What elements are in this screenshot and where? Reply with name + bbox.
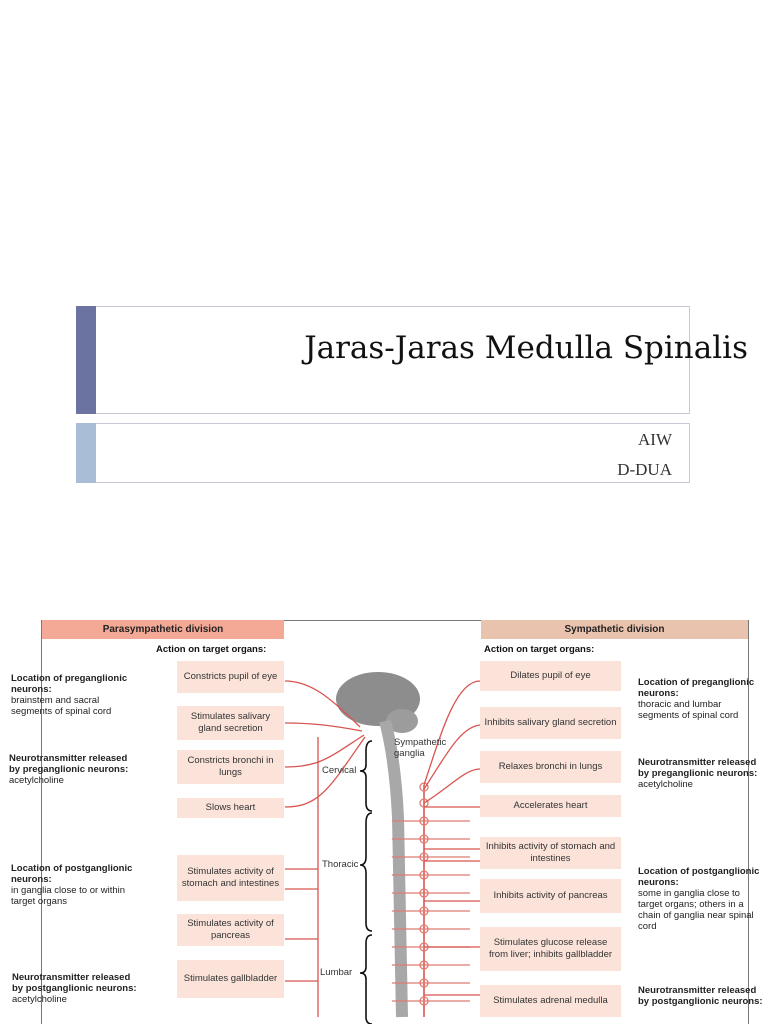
sympathetic-header: Sympathetic division (481, 620, 748, 639)
para-box-stomach: Stimulates activity of stomach and intes… (177, 855, 284, 901)
para-box-bronchi: Constricts bronchi in lungs (177, 750, 284, 784)
note-heading: Neurotransmitter released by postganglio… (638, 985, 763, 1007)
para-box-pancreas: Stimulates activity of pancreas (177, 914, 284, 946)
note-body: acetylcholine (638, 779, 693, 790)
title-accent-bar (76, 306, 96, 414)
title-frame (76, 306, 690, 414)
symp-box-adrenal: Stimulates adrenal medulla (480, 985, 621, 1017)
right-note: Location of preganglionic neurons: thora… (638, 677, 763, 721)
region-braces (359, 740, 373, 1024)
symp-box-heart: Accelerates heart (480, 795, 621, 817)
slide-title: Jaras-Jaras Medulla Spinalis (304, 330, 748, 366)
symp-box-pancreas: Inhibits activity of pancreas (480, 879, 621, 913)
nerve-pathways (284, 672, 481, 1024)
para-box-gallbladder: Stimulates gallbladder (177, 960, 284, 998)
subtitle-line: D-DUA (617, 460, 672, 479)
symp-box-bronchi: Relaxes bronchi in lungs (480, 751, 621, 783)
note-heading: Neurotransmitter released by postganglio… (12, 972, 137, 994)
symp-box-pupil: Dilates pupil of eye (480, 661, 621, 691)
note-body: some in ganglia close to target organs; … (638, 888, 754, 932)
subtitle-line: AIW (638, 430, 672, 449)
note-body: in ganglia close to or within target org… (11, 885, 126, 907)
autonomic-diagram: Parasympathetic division Sympathetic div… (0, 617, 768, 1024)
frame-right (748, 620, 749, 1024)
spinal-rami (392, 820, 470, 1002)
left-note: Neurotransmitter released by postganglio… (12, 972, 142, 1005)
action-label-right: Action on target organs: (484, 644, 595, 655)
region-lumbar: Lumbar (320, 967, 353, 978)
left-note: Neurotransmitter released by preganglion… (9, 753, 139, 786)
right-note: Neurotransmitter released by preganglion… (638, 757, 763, 790)
subtitle-accent-bar (76, 423, 96, 483)
note-heading: Neurotransmitter released by preganglion… (638, 757, 758, 779)
frame-left (41, 620, 42, 1024)
cerebellum-shape (386, 709, 418, 733)
region-thoracic: Thoracic (322, 859, 359, 870)
action-label-left: Action on target organs: (156, 644, 267, 655)
sympathetic-nerves (423, 680, 481, 996)
note-heading: Location of postganglionic neurons: (638, 866, 760, 888)
para-box-heart: Slows heart (177, 798, 284, 818)
left-note: Location of preganglionic neurons: brain… (11, 673, 141, 717)
right-note: Neurotransmitter released by postganglio… (638, 985, 763, 1007)
note-body: brainstem and sacral segments of spinal … (11, 695, 112, 717)
note-body: acetylcholine (9, 775, 64, 786)
symp-box-salivary: Inhibits salivary gland secretion (480, 707, 621, 739)
note-heading: Neurotransmitter released by preganglion… (9, 753, 129, 775)
parasympathetic-header: Parasympathetic division (42, 620, 284, 639)
frame-top (41, 620, 748, 621)
note-heading: Location of preganglionic neurons: (638, 677, 755, 699)
note-heading: Location of postganglionic neurons: (11, 863, 133, 885)
ganglia-label: Sympathetic ganglia (394, 737, 447, 759)
subtitle-frame (76, 423, 690, 483)
para-box-salivary: Stimulates salivary gland secretion (177, 706, 284, 740)
spinal-cord (379, 719, 408, 1018)
note-heading: Location of preganglionic neurons: (11, 673, 128, 695)
note-body: thoracic and lumbar segments of spinal c… (638, 699, 739, 721)
symp-box-liver: Stimulates glucose release from liver; i… (480, 927, 621, 971)
region-cervical: Cervical (322, 765, 357, 776)
symp-box-stomach: Inhibits activity of stomach and intesti… (480, 837, 621, 869)
parasympathetic-nerves (284, 680, 366, 1017)
left-note: Location of postganglionic neurons: in g… (11, 863, 141, 907)
para-box-pupil: Constricts pupil of eye (177, 661, 284, 693)
right-note: Location of postganglionic neurons: some… (638, 866, 763, 932)
note-body: acetylcholine (12, 994, 67, 1005)
